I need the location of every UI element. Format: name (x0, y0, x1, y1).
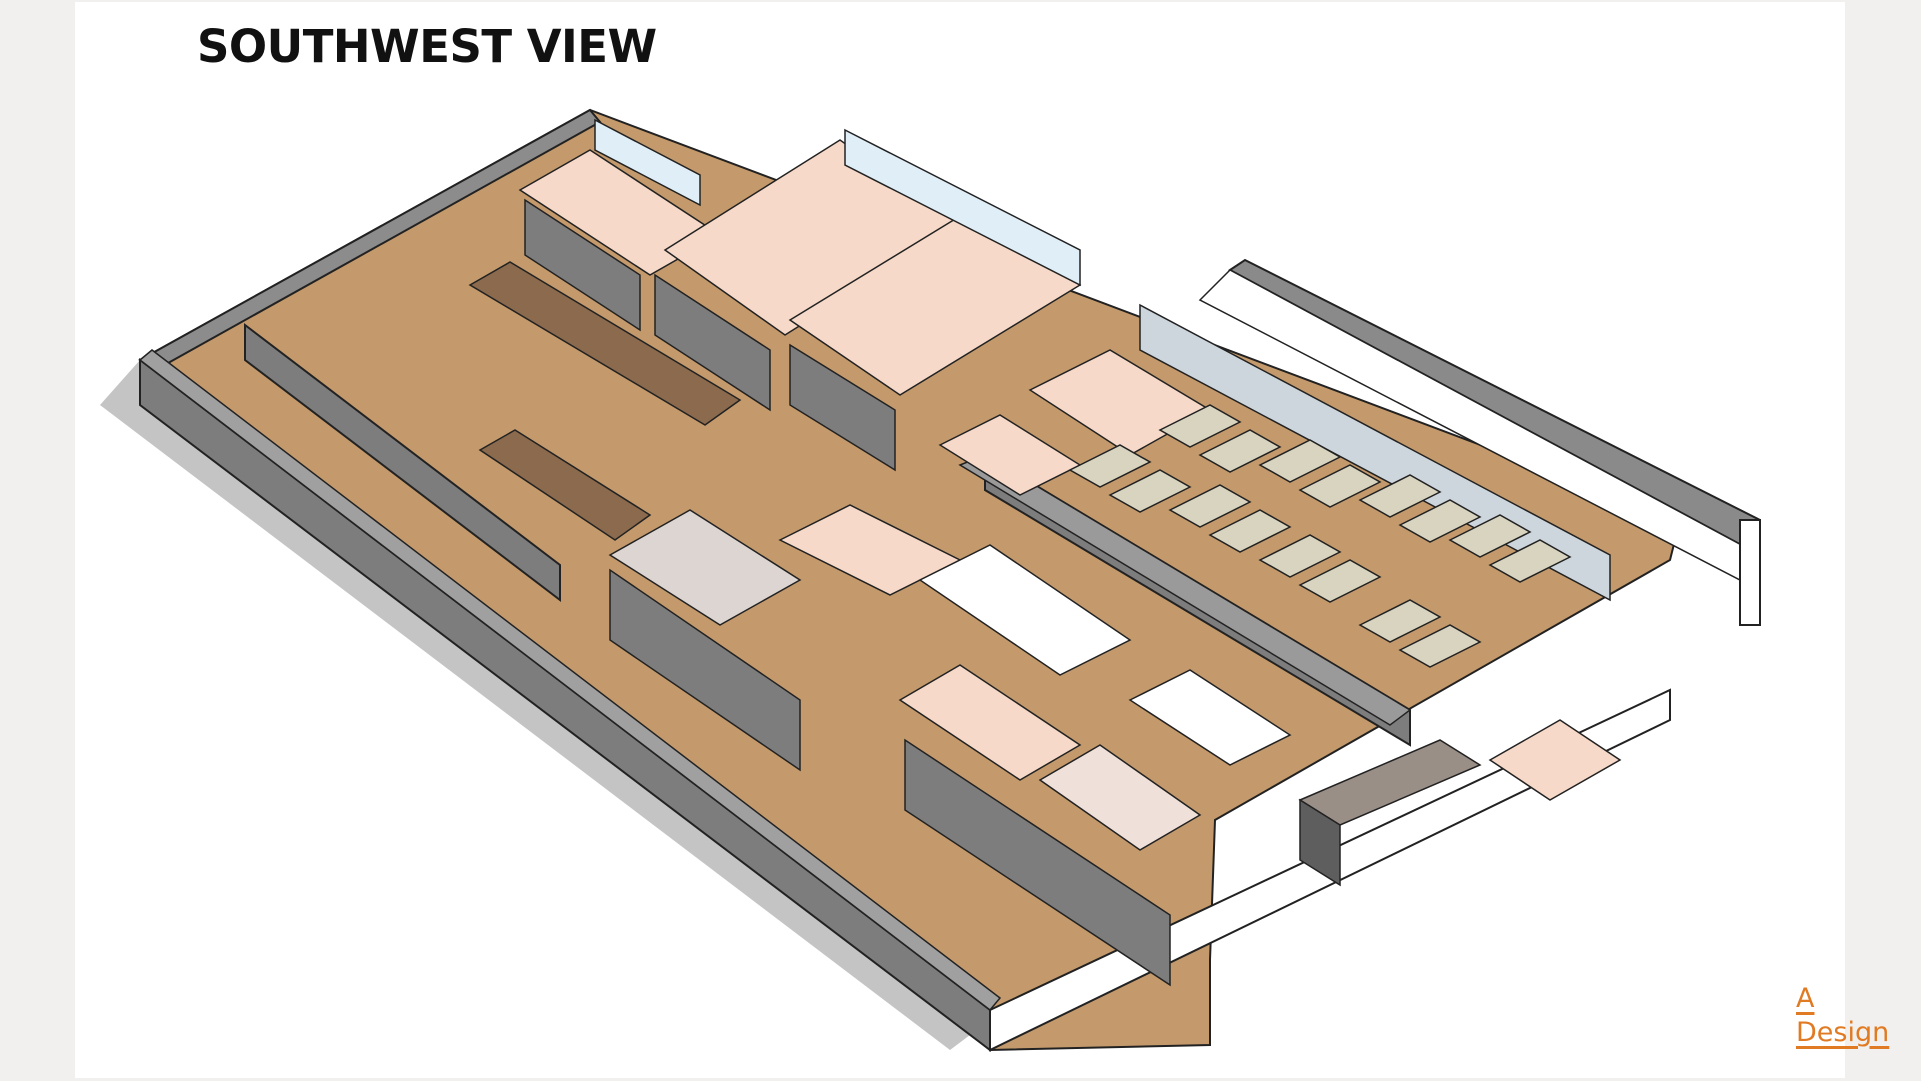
terrace-post (1739, 519, 1761, 626)
logo-line-1: A (1796, 983, 1815, 1014)
shelving-unit (468, 261, 742, 426)
glass-wall-1 (594, 118, 701, 207)
room-1-wall (524, 198, 641, 332)
restroom-2 (1038, 744, 1202, 851)
page-title: SOUTHWEST VIEW (197, 20, 657, 73)
dining-tables (1068, 404, 1572, 668)
room-3-wall (789, 343, 896, 472)
storage-room (918, 544, 1132, 676)
restroom-wall (904, 738, 1171, 987)
interior-wall-west (244, 322, 561, 603)
restroom-1 (898, 664, 1082, 781)
southwest-wall-top (138, 349, 1002, 1012)
brand-logo: A Design (1796, 982, 1889, 1050)
lounge-rug-ne (1488, 719, 1622, 801)
office-wall (609, 568, 801, 772)
shelving-unit-2 (478, 429, 652, 541)
logo-line-2: Design (1796, 1017, 1890, 1048)
storage-room-2 (1128, 669, 1292, 766)
office-floor (608, 509, 802, 626)
kitchen-bar-front (1299, 798, 1341, 887)
room-2-wall (654, 273, 771, 412)
glass-wall-2 (844, 128, 1081, 287)
